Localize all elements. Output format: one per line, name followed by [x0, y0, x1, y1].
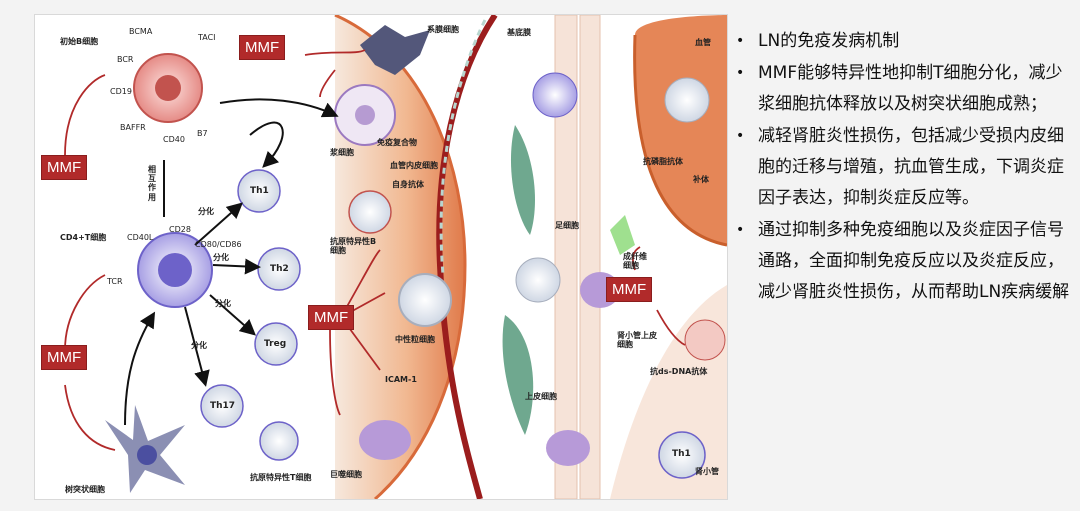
mmf-box-left-lower: MMF	[41, 345, 88, 370]
note-item: • LN的免疫发病机制	[734, 26, 1074, 57]
label-tubule: 肾小管	[695, 467, 719, 476]
label-cd40l: CD40L	[127, 233, 154, 242]
notes-list: • LN的免疫发病机制 • MMF能够特异性地抑制T细胞分化，减少浆细胞抗体释放以及…	[734, 26, 1074, 309]
label-tubular-epi: 肾小管上皮细胞	[617, 331, 657, 350]
label-fibroblast: 成纤维细胞	[623, 252, 647, 271]
label-baffr: BAFFR	[120, 123, 146, 132]
label-ag-t: 抗原特异性T细胞	[250, 473, 312, 482]
label-immune-complex: 免疫复合物	[377, 138, 417, 147]
label-neutrophil: 中性粒细胞	[395, 335, 435, 344]
label-bcr: BCR	[117, 55, 134, 64]
label-taci: TACI	[198, 33, 216, 42]
label-endothelial: 血管内皮细胞	[390, 161, 438, 170]
bullet-icon: •	[736, 128, 745, 144]
label-blood-vessel: 血管	[695, 38, 711, 47]
label-th2: Th2	[270, 264, 289, 274]
label-autoab: 自身抗体	[392, 180, 424, 189]
label-macrophage: 巨噬细胞	[330, 470, 362, 479]
label-mesangial: 系膜细胞	[427, 25, 459, 34]
label-mutual: 相互作用	[148, 165, 156, 202]
label-ag-b: 抗原特异性B细胞	[330, 237, 377, 256]
bullet-icon: •	[736, 222, 745, 238]
label-b7: B7	[197, 129, 208, 138]
label-cd4-t: CD4+T细胞	[60, 233, 107, 242]
label-treg: Treg	[264, 339, 287, 349]
label-epithelial: 上皮细胞	[525, 392, 557, 401]
label-icam: ICAM-1	[385, 375, 417, 384]
mmf-box-left-upper: MMF	[41, 155, 88, 180]
label-complement: 补体	[693, 175, 709, 184]
label-cd28: CD28	[169, 225, 191, 234]
label-bcma: BCMA	[129, 27, 153, 36]
label-diff-2: 分化	[213, 253, 229, 262]
mmf-box-center: MMF	[308, 305, 355, 330]
label-cd19: CD19	[110, 87, 132, 96]
label-podocyte: 足细胞	[555, 221, 579, 230]
label-th17: Th17	[210, 401, 236, 411]
mmf-box-top: MMF	[239, 35, 286, 60]
note-item: • MMF能够特异性地抑制T细胞分化，减少浆细胞抗体释放以及树突状细胞成熟；	[734, 58, 1074, 120]
ln-pathogenesis-figure: MMF MMF MMF MMF MMF 初始B细胞 BCMA TACI BCR …	[34, 14, 728, 500]
note-text: LN的免疫发病机制	[758, 31, 900, 51]
label-dendritic: 树突状细胞	[65, 485, 105, 494]
label-cd80-86: CD80/CD86	[195, 240, 242, 249]
label-basement: 基底膜	[507, 28, 531, 37]
label-th1: Th1	[250, 186, 269, 196]
label-naive-b: 初始B细胞	[60, 37, 99, 46]
note-text: 减轻肾脏炎性损伤，包括减少受损内皮细胞的迁移与增殖，抗血管生成，下调炎症因子表达…	[758, 126, 1064, 208]
label-diff-4: 分化	[191, 341, 207, 350]
label-th1-right: Th1	[672, 449, 691, 459]
label-cd40: CD40	[163, 135, 185, 144]
label-plasma: 浆细胞	[330, 148, 354, 157]
note-item: • 通过抑制多种免疫细胞以及炎症因子信号通路，全面抑制免疫反应以及炎症反应，减少肾…	[734, 215, 1074, 308]
figure-artwork	[64, 15, 727, 499]
label-diff-3: 分化	[215, 299, 231, 308]
label-diff-1: 分化	[198, 207, 214, 216]
note-text: MMF能够特异性地抑制T细胞分化，减少浆细胞抗体释放以及树突状细胞成熟；	[758, 63, 1063, 114]
note-item: • 减轻肾脏炎性损伤，包括减少受损内皮细胞的迁移与增殖，抗血管生成，下调炎症因子表…	[734, 121, 1074, 214]
label-anti-dsdna: 抗ds-DNA抗体	[650, 367, 708, 376]
label-tcr: TCR	[107, 277, 123, 286]
note-text: 通过抑制多种免疫细胞以及炎症因子信号通路，全面抑制免疫反应以及炎症反应，减少肾脏…	[758, 220, 1070, 302]
bullet-icon: •	[736, 33, 745, 49]
label-antiphospholipid: 抗磷脂抗体	[643, 157, 683, 166]
mmf-box-right: MMF	[606, 277, 653, 302]
bullet-icon: •	[736, 65, 745, 81]
